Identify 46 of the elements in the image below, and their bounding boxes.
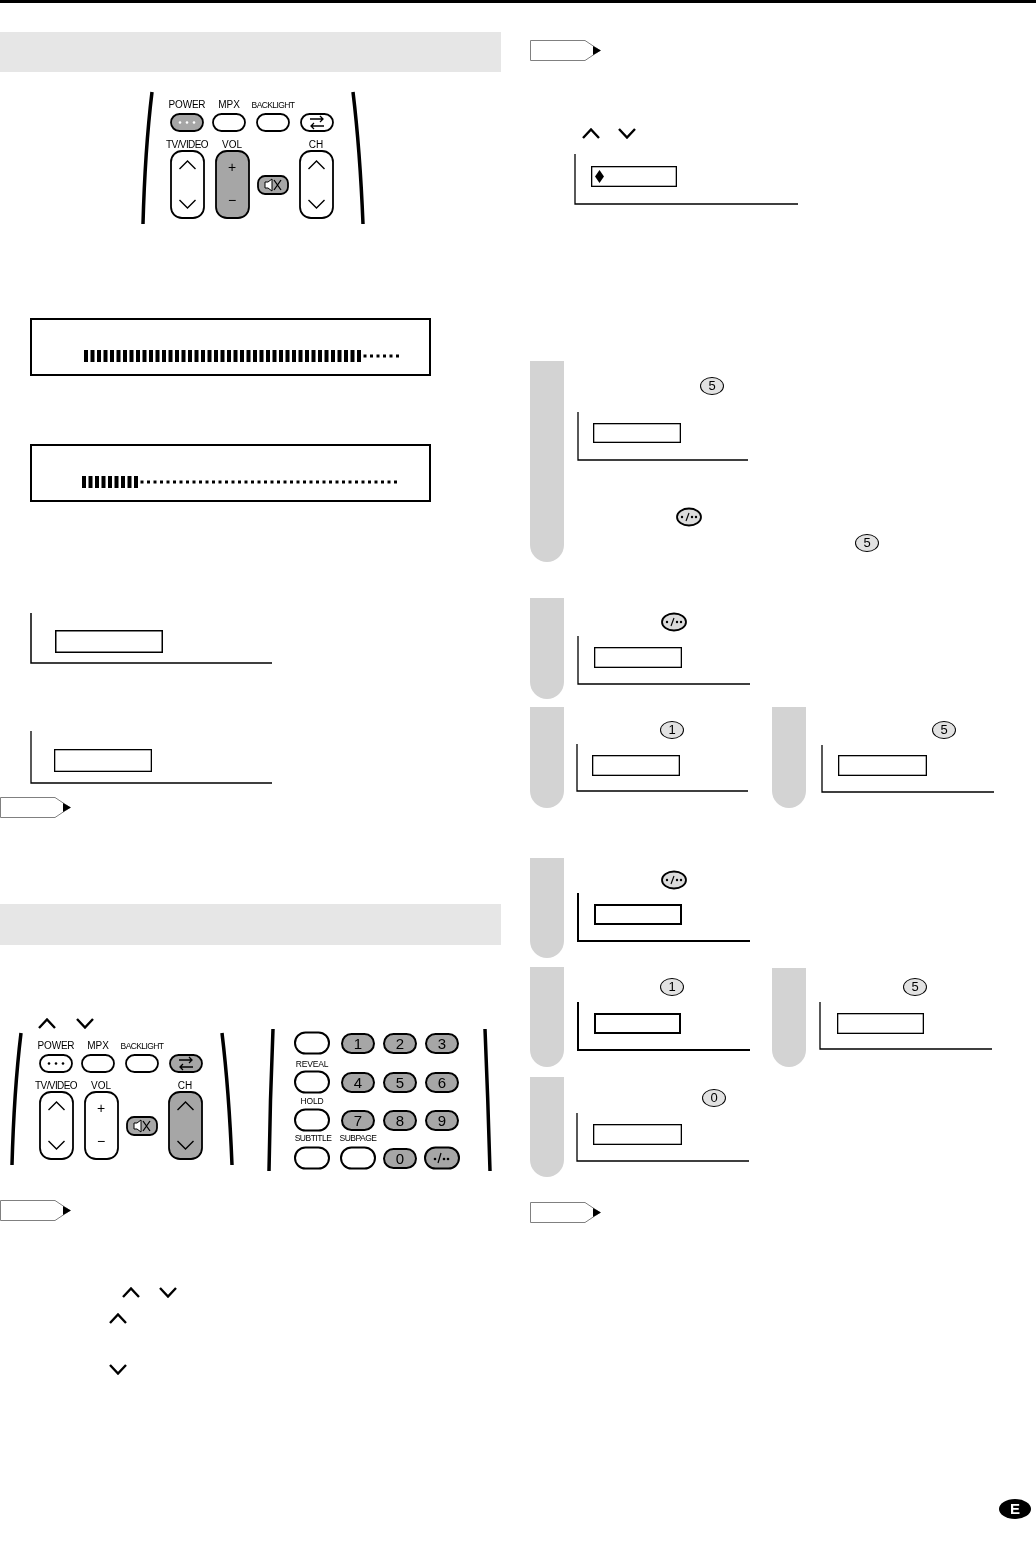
key-label: CH <box>177 1081 193 1091</box>
key-label: REVEAL <box>295 1059 329 1069</box>
key-label: MPX <box>218 100 240 110</box>
number-key: 6 <box>425 1071 459 1093</box>
step-bar <box>530 361 564 562</box>
key-label: BACKLIGHT <box>251 100 295 110</box>
step-bar <box>530 707 564 808</box>
key-label: CH <box>308 140 324 150</box>
number-key: 1 <box>660 978 684 996</box>
volume-sign: − <box>96 1134 106 1148</box>
key-label: HOLD <box>300 1096 324 1106</box>
number-key: 7 <box>341 1109 375 1131</box>
step-bar <box>772 968 806 1067</box>
number-key: 1 <box>341 1032 375 1054</box>
number-key: 0 <box>383 1147 417 1169</box>
key-label: TV/VIDEO <box>166 140 208 150</box>
number-key: 5 <box>932 721 956 739</box>
language-marker: E <box>999 1499 1031 1519</box>
number-key: 0 <box>702 1089 726 1107</box>
key-label: POWER <box>37 1041 75 1051</box>
number-key: 8 <box>383 1109 417 1131</box>
volume-sign: − <box>227 193 237 207</box>
volume-sign: + <box>227 160 237 174</box>
number-key: 2 <box>383 1032 417 1054</box>
key-label: POWER <box>168 100 206 110</box>
key-label: MPX <box>87 1041 109 1051</box>
key-label: SUBPAGE <box>339 1133 377 1143</box>
number-key: 5 <box>903 978 927 996</box>
number-key: 1 <box>660 721 684 739</box>
number-key: 5 <box>700 377 724 395</box>
step-bar <box>772 707 806 808</box>
key-label: SUBTITLE <box>294 1133 332 1143</box>
number-key: 3 <box>425 1032 459 1054</box>
step-bar <box>530 858 564 958</box>
key-label: VOL <box>91 1081 111 1091</box>
key-label: TV/VIDEO <box>35 1081 77 1091</box>
step-bar <box>530 1077 564 1177</box>
key-label: VOL <box>222 140 242 150</box>
key-label: BACKLIGHT <box>120 1041 164 1051</box>
number-key: 4 <box>341 1071 375 1093</box>
number-key: 5 <box>855 534 879 552</box>
number-key: 5 <box>383 1071 417 1093</box>
step-bar <box>530 967 564 1067</box>
step-bar <box>530 598 564 699</box>
number-key: 9 <box>425 1109 459 1131</box>
volume-sign: + <box>96 1101 106 1115</box>
